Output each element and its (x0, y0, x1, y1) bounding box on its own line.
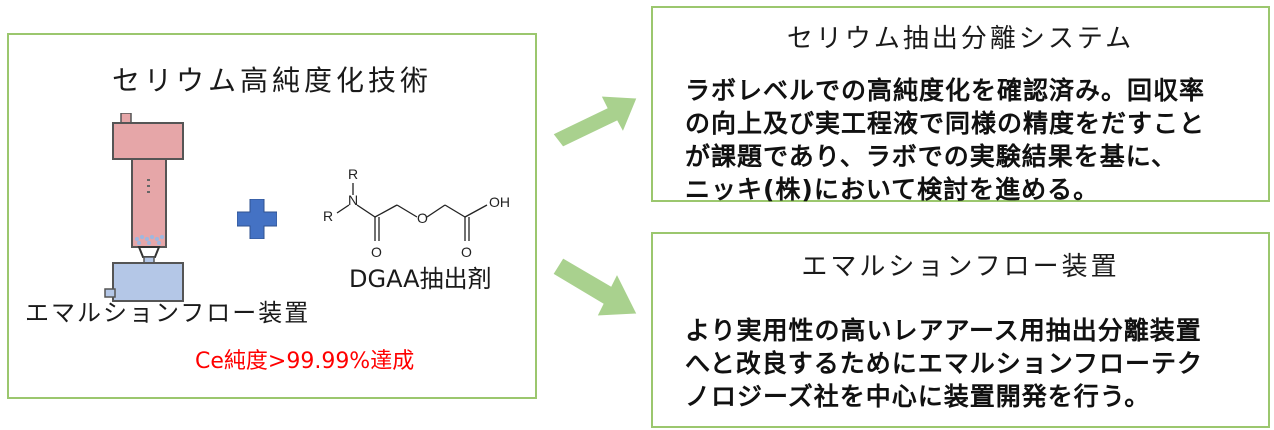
molecule-label-r-left: R (323, 208, 333, 224)
molecule-label-ether-o: O (417, 210, 428, 226)
emulsion-bubbles (135, 235, 164, 245)
arrow-to-system-icon (552, 95, 638, 148)
device-nozzle (137, 246, 161, 258)
emulsion-flow-device-illustration (104, 113, 184, 302)
device-bottom-reservoir (112, 262, 184, 302)
molecule-label-n: N (348, 192, 358, 208)
plus-icon (237, 199, 277, 239)
system-panel-title: セリウム抽出分離システム (786, 24, 1135, 54)
extractant-label: DGAA抽出剤 (349, 265, 492, 293)
panel-title: セリウム高純度化技術 (111, 64, 432, 97)
device-panel-body: より実用性の高いレアアース用抽出分離装置 へと改良するためにエマルションフローテ… (685, 316, 1204, 411)
arrow-to-device-icon (552, 257, 638, 317)
device-panel-title: エマルションフロー装置 (801, 252, 1120, 282)
emulsion-device-panel: エマルションフロー装置 より実用性の高いレアアース用抽出分離装置 へと改良するた… (651, 232, 1270, 428)
device-label: エマルションフロー装置 (25, 299, 311, 327)
technology-panel: セリウム高純度化技術 (7, 33, 537, 399)
molecule-label-oh: OH (489, 194, 510, 210)
purity-achievement-label: Ce純度>99.99%達成 (195, 349, 415, 374)
system-panel-body: ラボレベルでの高純度化を確認済み。回収率 の向上及び実工程液で同様の精度をだすこ… (685, 76, 1206, 204)
molecule-label-r-top: R (348, 166, 358, 182)
dgaa-molecule-structure: R N R O OH O O (323, 166, 510, 260)
device-side-outlet (104, 288, 116, 298)
extraction-system-panel: セリウム抽出分離システム ラボレベルでの高純度化を確認済み。回収率 の向上及び実… (651, 6, 1270, 204)
device-top-reservoir (112, 122, 184, 160)
molecule-label-carbonyl-o-2: O (461, 244, 472, 260)
device-column (131, 158, 167, 248)
molecule-label-carbonyl-o-1: O (371, 244, 382, 260)
